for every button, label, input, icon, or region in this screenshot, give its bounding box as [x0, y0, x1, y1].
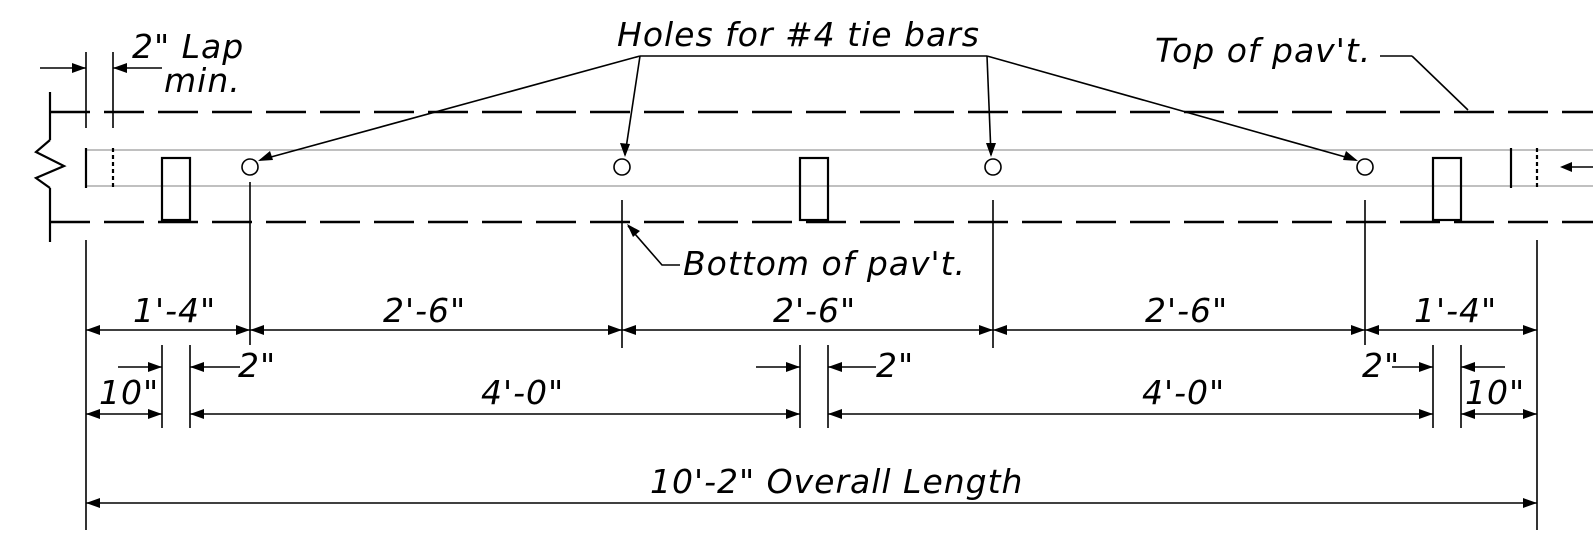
overall-length-label: 10'-2" Overall Length [650, 462, 1023, 501]
leader-arrow-4 [1343, 151, 1358, 161]
dim-row2-arrow [1461, 362, 1475, 372]
break-symbol [33, 139, 67, 189]
dim-row1-arrow [250, 325, 264, 335]
dim-row2-arrow [786, 409, 800, 419]
leader-arrow-1 [258, 151, 273, 161]
dim-row1-arrow [979, 325, 993, 335]
dim-row2-arrow [1419, 362, 1433, 372]
dim-row1-arrow [236, 325, 250, 335]
dim-row1-arrow [993, 325, 1007, 335]
dim-row2-arrow [190, 409, 204, 419]
dim-row1-arrow [1365, 325, 1379, 335]
holes-label: Holes for #4 tie bars [617, 15, 980, 54]
bottom-pavt-leader: Bottom of pav't. [627, 224, 966, 283]
plate-left [160, 156, 192, 222]
dim-row2-arrow [1419, 409, 1433, 419]
dim-row1-arrow [608, 325, 622, 335]
dim-mid-2: 2" [876, 346, 914, 385]
dim-row2-arrow [828, 362, 842, 372]
dim-1-4-right: 1'-4" [1414, 291, 1497, 330]
leader-to-hole-4 [986, 55, 1357, 161]
plate-center [798, 156, 830, 222]
overall-length-dimension: 10'-2" Overall Length [86, 462, 1537, 508]
holes-leader: Holes for #4 tie bars [258, 15, 1358, 161]
lap-min-label: min. [164, 61, 241, 100]
dim-row2-arrow [786, 362, 800, 372]
leader-arrow-2 [620, 143, 630, 157]
dimension-row-2: 10" 2" 4'-0" 2" 4'-0" 2" 10" [86, 346, 1537, 419]
edge-arrow-fragment [1560, 162, 1572, 172]
top-pavt-leader: Top of pav't. [1155, 31, 1469, 111]
dim-right-10: 10" [1465, 373, 1525, 412]
dim-row2-arrow [148, 362, 162, 372]
dim-2-6-b: 2'-6" [773, 291, 856, 330]
top-pavt-leader-diag [1411, 55, 1469, 111]
dim-span-4a: 4'-0" [481, 373, 564, 412]
dim-row2-arrow [1461, 409, 1475, 419]
dimension-row-1: 1'-4" 2'-6" 2'-6" 2'-6" 1'-4" [86, 291, 1537, 335]
pavement-section [33, 92, 1593, 242]
tie-bar-hole-2 [613, 158, 631, 176]
overall-arrow-left [86, 498, 100, 508]
tie-bar-hole-3 [984, 158, 1002, 176]
dim-span-4b: 4'-0" [1142, 373, 1225, 412]
dim-2-6-a: 2'-6" [383, 291, 466, 330]
overall-arrow-right [1523, 498, 1537, 508]
dim-row2-arrow [190, 362, 204, 372]
dim-2-6-c: 2'-6" [1145, 291, 1228, 330]
dim-row1-arrow [1351, 325, 1365, 335]
dim-row2-arrow [86, 409, 100, 419]
dim-1-4-left: 1'-4" [133, 291, 216, 330]
lap-label: 2" Lap [132, 27, 244, 66]
leader-to-hole-3 [986, 55, 992, 156]
dim-row1-arrow [86, 325, 100, 335]
dim-row2-arrow [1523, 409, 1537, 419]
bottom-pavt-label: Bottom of pav't. [683, 244, 966, 283]
lap-arrowhead-right [113, 63, 127, 73]
dim-right-2: 2" [1362, 346, 1400, 385]
leader-to-hole-1 [259, 55, 641, 161]
bottom-pavt-arrowhead [627, 224, 640, 237]
dim-left-10: 10" [99, 373, 159, 412]
leader-to-hole-2 [624, 55, 641, 156]
dim-row2-arrow [148, 409, 162, 419]
dim-row1-arrow [1523, 325, 1537, 335]
tie-bar-hole-1 [241, 158, 259, 176]
tie-bar-hole-4 [1356, 158, 1374, 176]
dim-row2-arrow [828, 409, 842, 419]
dim-left-2: 2" [238, 346, 276, 385]
leader-arrow-3 [986, 143, 996, 157]
top-pavt-label: Top of pav't. [1155, 31, 1371, 70]
dim-row1-arrow [622, 325, 636, 335]
lap-callout: 2" Lap min. [40, 27, 244, 128]
bottom-pavt-leader-line [627, 225, 680, 266]
lap-arrowhead-left [72, 63, 86, 73]
plate-right [1431, 156, 1463, 222]
